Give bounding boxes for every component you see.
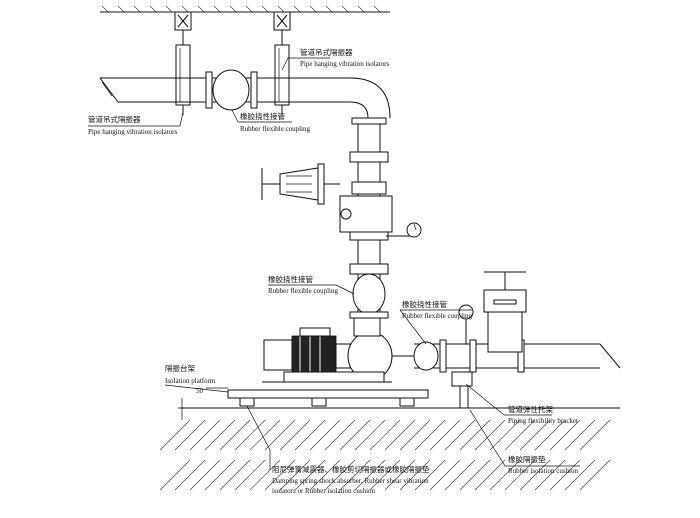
isolation-platform: [227, 389, 429, 407]
right-horizontal-pipe: [413, 271, 621, 373]
label-bracket-en: Piping flexibility bracket: [508, 417, 578, 425]
check-valve-handwheel: [261, 163, 340, 205]
label-coupling3-cn: 橡胶挠性接管: [402, 299, 447, 309]
hanging-isolator-left: [174, 11, 192, 115]
pipe-elbow: [349, 77, 391, 119]
label-hanger-left-cn: 管道吊式隔振器: [88, 114, 141, 124]
top-horizontal-pipe: [99, 69, 350, 111]
label-coupling1-en: Rubber flexible coupling: [240, 125, 310, 133]
hanging-isolator-right: [273, 11, 291, 115]
label-hanger-left-en: Pipe hanging vibration isolators: [88, 128, 178, 136]
label-cushion-cn: 橡胶隔振垫: [508, 454, 546, 464]
dimension-marker: [178, 387, 228, 420]
vertical-pipe: [339, 117, 422, 330]
ground-hatching: [159, 407, 620, 491]
label-bracket-cn: 管道弹性托架: [508, 404, 553, 414]
label-platform-en: Isolation platform: [165, 377, 216, 385]
label-hanger-top-en: Pipe hanging vibration isolators: [300, 60, 390, 68]
label-absorber-cn: 阻尼弹簧减震器、橡胶剪切隔振器或橡胶隔振垫: [272, 464, 430, 474]
label-coupling2-cn: 橡胶挠性接管: [268, 274, 313, 284]
label-absorber-en-2: isolators or Rubber isolation cushion: [272, 487, 376, 495]
label-coupling1-cn: 橡胶挠性接管: [240, 111, 285, 121]
label-coupling3-en: Rubber flexible coupling: [402, 312, 472, 320]
label-coupling2-en: Rubber flexible coupling: [268, 287, 338, 295]
label-dim-50: 50: [196, 387, 204, 395]
pump-unit: [262, 317, 414, 383]
label-absorber-en-1: Damping spring shock absorber, Rubber sh…: [272, 477, 429, 485]
piping-flexibility-bracket: [451, 371, 473, 408]
label-hanger-top-cn: 管道吊式隔振器: [300, 47, 353, 57]
leader-lines: [88, 57, 580, 470]
ceiling: [100, 5, 390, 13]
label-platform-cn: 隔振台架: [165, 363, 195, 373]
label-cushion-en: Rubber isolation cushion: [508, 467, 578, 475]
